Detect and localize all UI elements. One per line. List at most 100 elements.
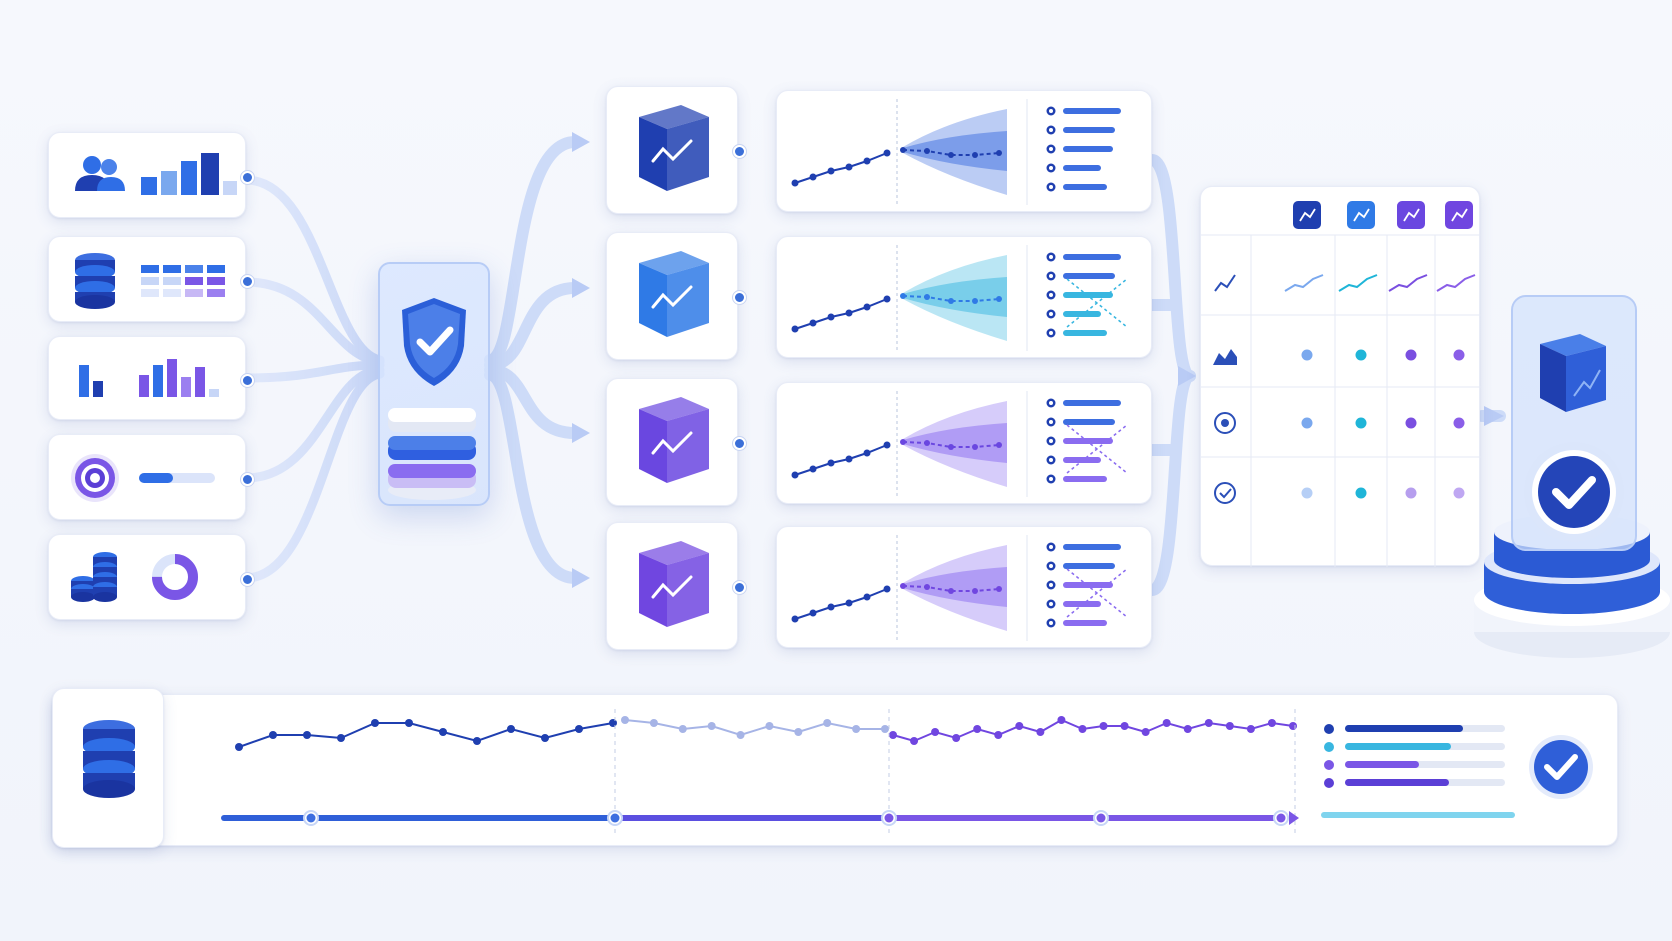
history-point [845, 599, 853, 607]
history-line [794, 298, 888, 330]
legend-dot-core [1049, 128, 1053, 132]
forecast-point [900, 147, 906, 153]
timeline-actual-point [575, 725, 583, 733]
legend-bar [1063, 457, 1101, 463]
legend-dot [1324, 724, 1334, 734]
forecast-band-inner [903, 423, 1007, 463]
source-card-database[interactable] [48, 236, 254, 322]
legend-dot [1324, 760, 1334, 770]
legend-bar [1063, 127, 1115, 133]
model-card-4[interactable] [606, 522, 746, 650]
history-point [883, 441, 891, 449]
legend-dot [1324, 742, 1334, 752]
forecast-point [900, 293, 906, 299]
timeline-forecast-point [1162, 719, 1171, 727]
legend-dot-core [1049, 564, 1053, 568]
timeline-validation-point [852, 725, 861, 733]
legend-bar [1063, 476, 1107, 482]
history-point [845, 455, 853, 463]
forecast-line [902, 149, 1000, 156]
forecast-card-1[interactable] [776, 90, 1152, 212]
source-card-coins[interactable] [48, 534, 254, 620]
history-point [883, 585, 891, 593]
history-point [845, 309, 853, 317]
timeline-actual-point [609, 719, 617, 727]
timeline-marker-core [306, 813, 316, 823]
bars-cube-icon [639, 397, 709, 483]
table-grid-widget [141, 265, 225, 297]
model-card-1[interactable] [606, 86, 746, 214]
timeline-marker-core [1096, 813, 1106, 823]
progress-bar-widget [139, 473, 215, 483]
timeline-actual-point [507, 725, 515, 733]
model-card-2[interactable] [606, 232, 746, 360]
matrix-dot [1405, 349, 1417, 361]
legend-dot [1324, 778, 1334, 788]
legend-dot-core [1049, 255, 1053, 259]
target-icon [1214, 412, 1236, 434]
evaluation-matrix[interactable] [1200, 186, 1481, 567]
matrix-dot [1453, 487, 1465, 499]
trend-crossing [1066, 424, 1128, 474]
forecast-card-3[interactable] [776, 382, 1152, 504]
matrix-dot [1355, 417, 1367, 429]
history-point [827, 603, 835, 611]
model-card-3[interactable] [606, 378, 746, 506]
timeline-forecast-point [1078, 725, 1087, 733]
forecast-point [948, 588, 954, 594]
timeline-validation-line [624, 719, 885, 737]
forecast-card-2[interactable] [776, 236, 1152, 358]
timeline-validation-point [823, 719, 832, 727]
timeline-marker-core [610, 813, 620, 823]
legend-dot-core [1049, 602, 1053, 606]
security-hub[interactable] [378, 262, 490, 522]
layers-icon [388, 408, 476, 500]
timeline-actual-point [337, 734, 345, 742]
legend-bar [1063, 400, 1121, 406]
forecast-card-4[interactable] [776, 526, 1152, 648]
target-icon [71, 454, 119, 502]
forecast-point [900, 439, 906, 445]
matrix-grid [1201, 201, 1481, 567]
area-chart-icon [1213, 349, 1237, 365]
forecast-point [924, 440, 930, 446]
matrix-dot [1405, 417, 1417, 429]
history-point [809, 609, 817, 617]
legend-bar [1063, 184, 1107, 190]
timeline-validation-point [678, 725, 687, 733]
check-circle-icon [1214, 482, 1236, 504]
timeline-source-card[interactable] [52, 688, 164, 848]
forecast-point [924, 294, 930, 300]
source-card-barchart[interactable] [48, 336, 254, 420]
coins-icon [71, 552, 117, 602]
check-circle-icon [1529, 735, 1593, 799]
timeline-actual-point [303, 731, 311, 739]
legend-bar [1063, 563, 1115, 569]
cube-chart-icon [1540, 334, 1606, 412]
timeline-actual-point [405, 719, 413, 727]
source-card-target[interactable] [48, 434, 254, 520]
timeline-actual-point [269, 731, 277, 739]
forecast-point [924, 584, 930, 590]
legend-dot-core [1049, 185, 1053, 189]
forecast-point [948, 152, 954, 158]
matrix-trend-line [1338, 274, 1378, 292]
network-cube-icon [639, 541, 709, 627]
legend-dot-core [1049, 621, 1053, 625]
timeline-panel[interactable] [52, 694, 1618, 846]
legend-bar [1063, 601, 1101, 607]
database-icon [83, 720, 135, 798]
history-point [827, 313, 835, 321]
timeline-actual-line [238, 722, 614, 748]
matrix-dot [1453, 417, 1465, 429]
shield-check-icon [402, 298, 466, 386]
database-icon [75, 253, 115, 309]
forecast-point [996, 150, 1002, 156]
timeline-forecast-point [952, 734, 961, 742]
timeline-forecast-point [973, 725, 982, 733]
line-chart-icon [1214, 274, 1236, 292]
history-line [794, 588, 888, 620]
legend-bar [1063, 165, 1101, 171]
result-podium[interactable] [1470, 292, 1670, 672]
source-card-users[interactable] [48, 132, 254, 218]
